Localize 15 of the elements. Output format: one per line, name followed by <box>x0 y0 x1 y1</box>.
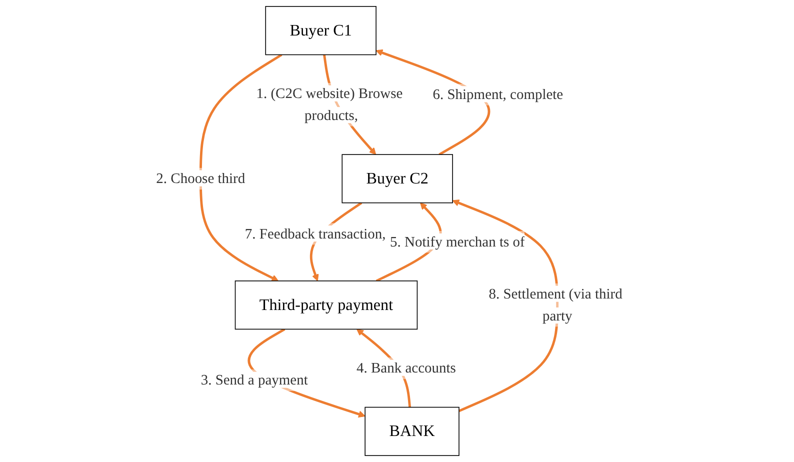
arrow <box>452 200 559 412</box>
arrow <box>376 49 490 156</box>
edge-label: 2. Choose third <box>156 170 246 186</box>
edge-label: 4. Bank accounts <box>356 360 456 376</box>
node-box: BANK <box>364 406 460 456</box>
arrow <box>199 54 282 282</box>
node-box: Third-party payment <box>234 280 418 330</box>
edge-label: 6. Shipment, complete <box>432 86 564 102</box>
edge-label: 7. Feedback transaction, <box>244 225 386 242</box>
node-box: Buyer C1 <box>265 6 376 56</box>
node-box: Buyer C2 <box>342 154 453 204</box>
edge-label: 1. (C2C website) Browse products, <box>256 85 403 124</box>
edge-label: 3. Send a payment <box>200 372 308 388</box>
edge-label: 5. Notify merchan ts of <box>390 233 525 250</box>
edge-label: 8. Settlement (via third party <box>488 286 622 324</box>
